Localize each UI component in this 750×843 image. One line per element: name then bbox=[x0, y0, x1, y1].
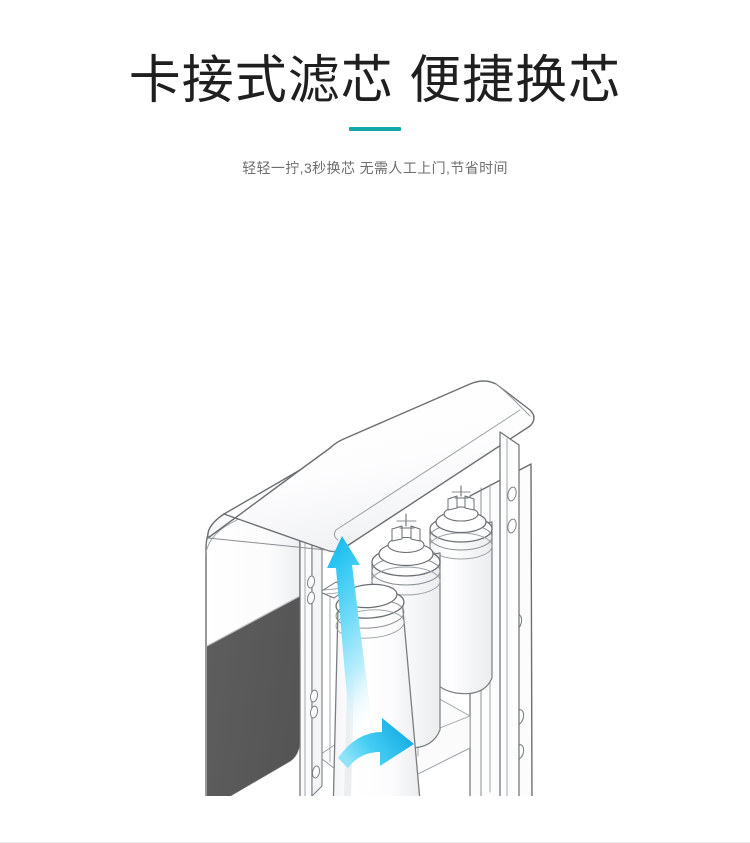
mount-hole bbox=[507, 486, 517, 502]
motion-arrows bbox=[327, 536, 414, 768]
arrow-twist-icon bbox=[338, 718, 414, 768]
vent-hole bbox=[311, 765, 321, 779]
dark-lower-panel bbox=[207, 596, 300, 796]
twist-lock-connector bbox=[387, 513, 425, 554]
vent-hole bbox=[306, 591, 316, 605]
vent-hole bbox=[309, 705, 319, 719]
arrow-lift-up-icon bbox=[327, 536, 376, 758]
filter-cartridge-rear bbox=[429, 485, 493, 695]
water-purifier-line-drawing bbox=[205, 380, 535, 796]
twist-lock-connector bbox=[443, 485, 479, 522]
vent-hole bbox=[306, 575, 316, 589]
title-divider bbox=[349, 127, 401, 131]
rear-corner-post bbox=[499, 431, 520, 796]
left-front-panel bbox=[205, 469, 301, 796]
mount-hole bbox=[507, 518, 517, 534]
product-illustration bbox=[0, 196, 750, 796]
vent-hole bbox=[309, 689, 319, 703]
page-title: 卡接式滤芯 便捷换芯 bbox=[128, 52, 622, 110]
page-subtitle: 轻轻一拧,3秒换芯 无需人工上门,节省时间 bbox=[242, 160, 508, 176]
